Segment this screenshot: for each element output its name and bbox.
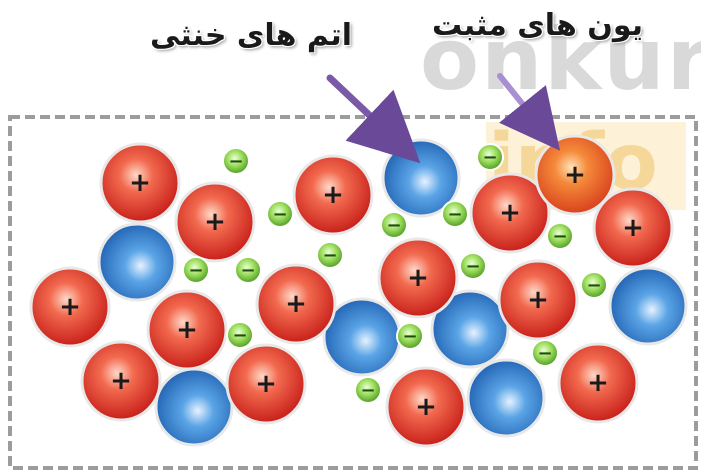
minus-sign: − — [402, 326, 417, 347]
positive-ion-icon — [534, 134, 616, 216]
positive-ion-icon — [225, 343, 307, 425]
electron-icon — [459, 252, 487, 280]
plus-sign: + — [322, 180, 344, 210]
electron-icon — [546, 222, 574, 250]
minus-sign: − — [386, 215, 401, 236]
minus-sign: − — [272, 204, 287, 225]
electron-icon — [531, 339, 559, 367]
positive-ion-icon — [146, 289, 228, 371]
positive-ions-arrow — [497, 73, 561, 151]
minus-sign: − — [360, 380, 375, 401]
electron-icon — [234, 256, 262, 284]
positive-ion-icon — [99, 142, 181, 224]
electron-icon — [441, 200, 469, 228]
lattice-border — [8, 115, 698, 470]
plus-sign: + — [407, 263, 429, 293]
plus-sign: + — [59, 292, 81, 322]
neutral-atom-icon — [466, 358, 546, 438]
plus-sign: + — [564, 160, 586, 190]
electron-icon — [476, 143, 504, 171]
positive-ion-icon — [174, 181, 256, 263]
electron-icon — [182, 256, 210, 284]
positive-ions-label: یون های مثبت — [432, 8, 643, 43]
neutral-atom-icon — [154, 367, 234, 447]
minus-sign: − — [586, 275, 601, 296]
minus-sign: − — [232, 325, 247, 346]
electron-icon — [222, 147, 250, 175]
neutral-atom-icon — [430, 289, 510, 369]
plus-sign: + — [415, 392, 437, 422]
electron-icon — [316, 241, 344, 269]
positive-ion-icon — [385, 366, 467, 448]
minus-sign: − — [447, 204, 462, 225]
plus-sign: + — [255, 369, 277, 399]
plus-sign: + — [527, 285, 549, 315]
minus-sign: − — [322, 245, 337, 266]
plus-sign: + — [204, 207, 226, 237]
minus-sign: − — [240, 260, 255, 281]
electron-icon — [580, 271, 608, 299]
electron-icon — [226, 321, 254, 349]
minus-sign: − — [465, 256, 480, 277]
positive-ion-icon — [255, 263, 337, 345]
positive-ion-icon — [592, 187, 674, 269]
minus-sign: − — [482, 147, 497, 168]
plus-sign: + — [499, 198, 521, 228]
plus-sign: + — [587, 368, 609, 398]
electron-icon — [266, 200, 294, 228]
positive-ion-icon — [377, 237, 459, 319]
plus-sign: + — [129, 168, 151, 198]
positive-ion-icon — [469, 172, 551, 254]
neutral-atom-icon — [97, 222, 177, 302]
plus-sign: + — [176, 315, 198, 345]
neutral-atoms-arrow — [326, 74, 421, 164]
electron-icon — [396, 322, 424, 350]
minus-sign: − — [228, 151, 243, 172]
plus-sign: + — [622, 213, 644, 243]
positive-ion-icon — [497, 259, 579, 341]
minus-sign: − — [537, 343, 552, 364]
electron-icon — [380, 211, 408, 239]
neutral-atom-icon — [608, 266, 688, 346]
minus-sign: − — [188, 260, 203, 281]
plus-sign: + — [110, 366, 132, 396]
electron-icon — [354, 376, 382, 404]
minus-sign: − — [552, 226, 567, 247]
neutral-atoms-label: اتم های خنثی — [150, 18, 352, 53]
positive-ion-icon — [292, 154, 374, 236]
positive-ion-icon — [29, 266, 111, 348]
positive-ion-icon — [557, 342, 639, 424]
plus-sign: + — [285, 289, 307, 319]
positive-ion-icon — [80, 340, 162, 422]
